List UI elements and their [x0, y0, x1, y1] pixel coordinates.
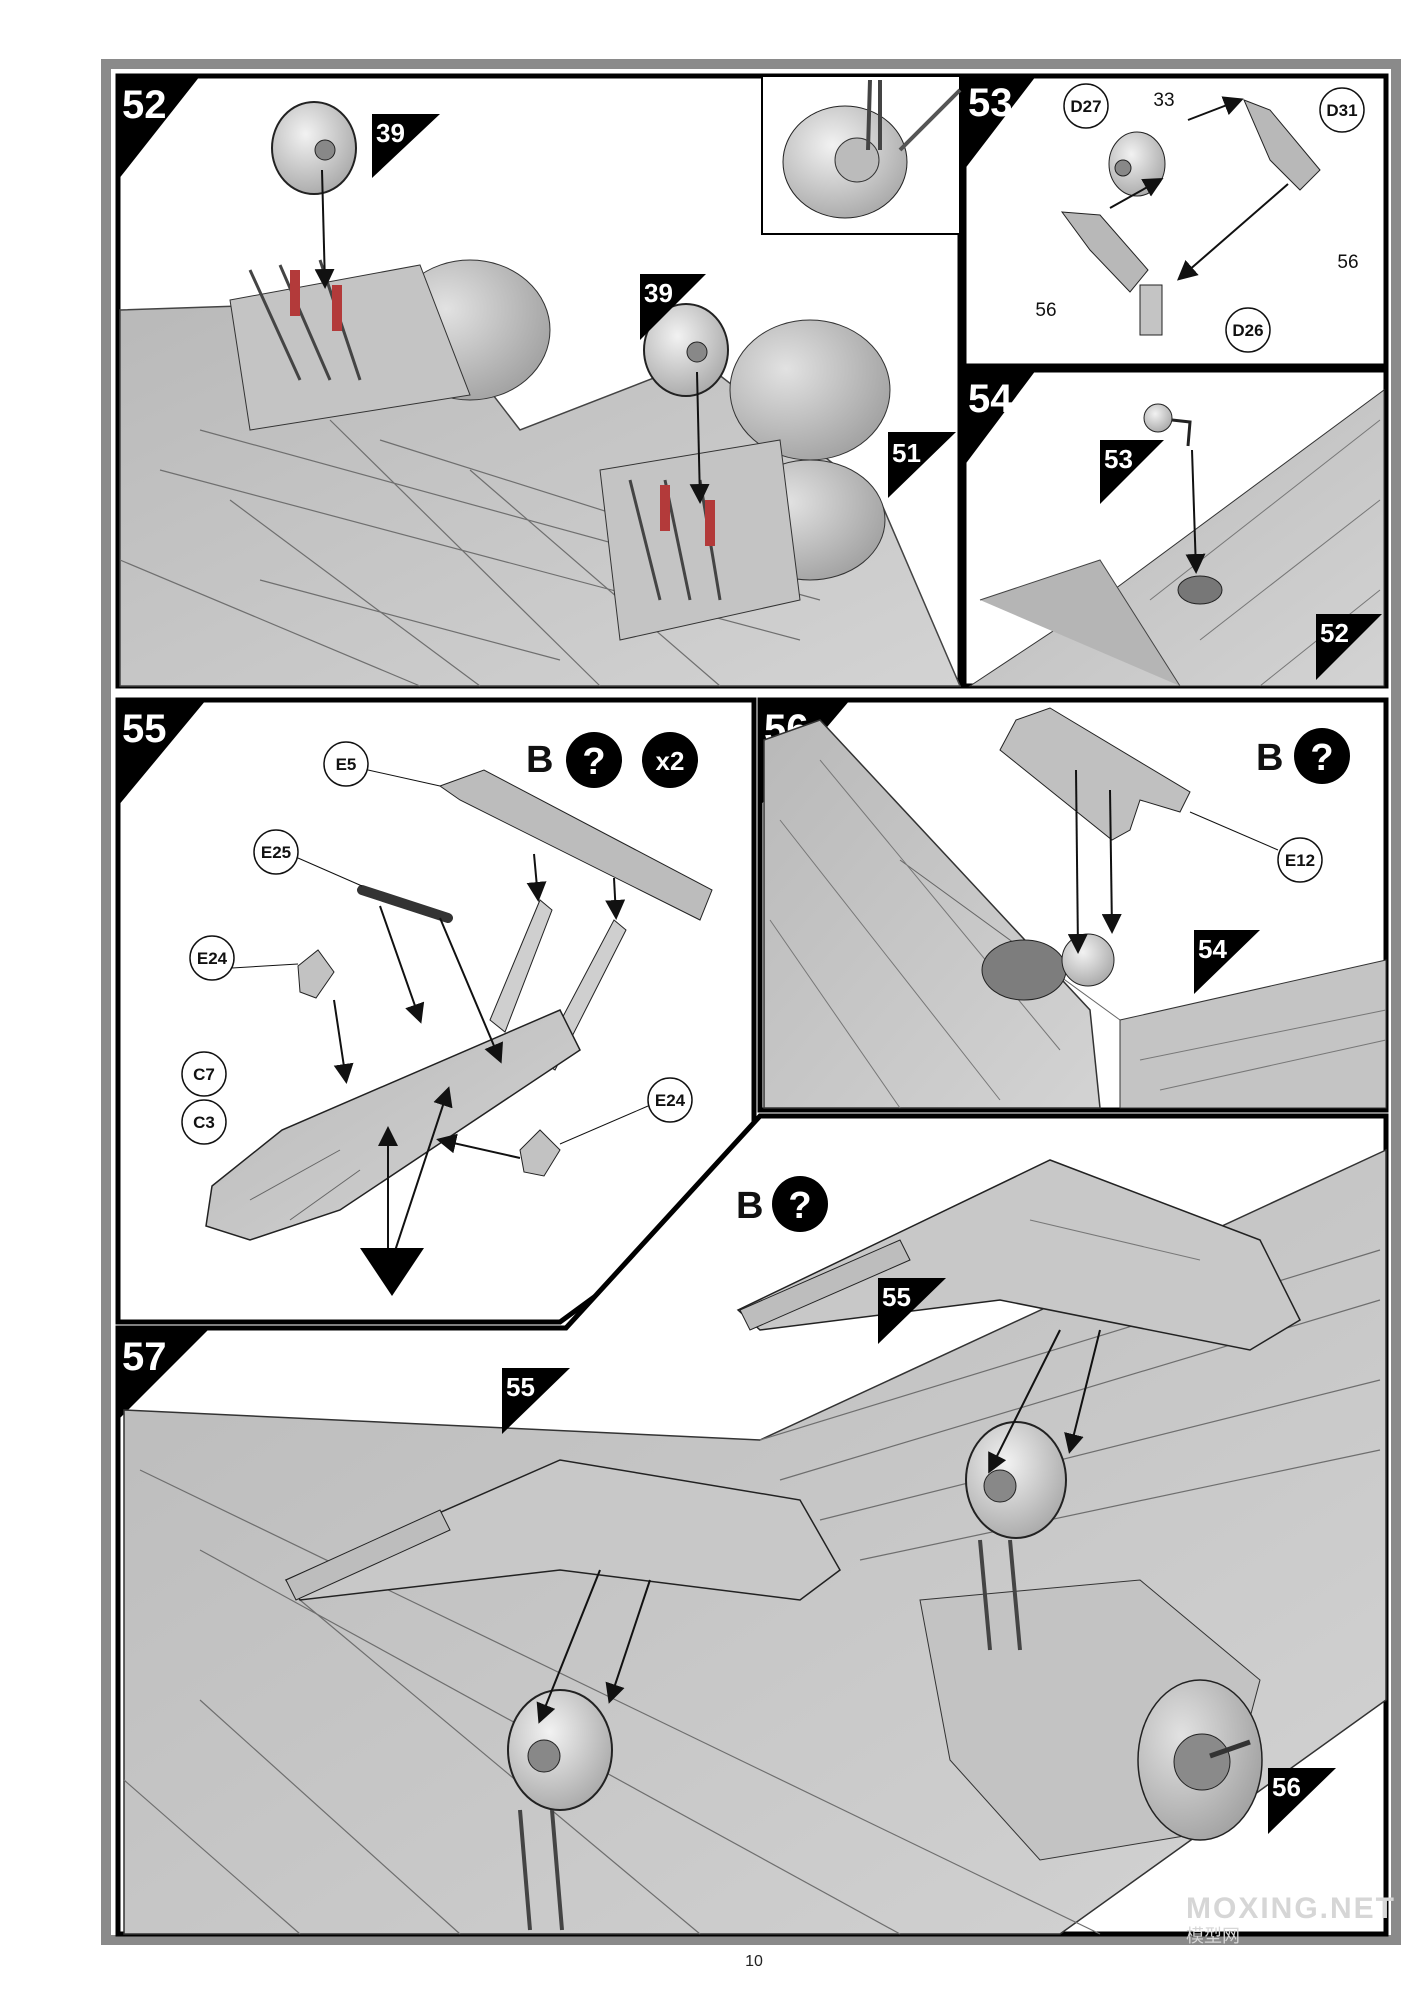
- wheel-part-39-b: [643, 303, 729, 397]
- step-56-panel: 56 B ? E12 54: [757, 697, 1389, 1113]
- ref-flag-39-b: [640, 274, 706, 340]
- step-52-tab: [118, 76, 200, 180]
- ref-flag-55-left: 55: [506, 1372, 535, 1402]
- part-label-e24-right: E24: [655, 1091, 686, 1110]
- wheel-part-39: [271, 101, 357, 195]
- step-54-panel: 54 53 52: [961, 367, 1389, 689]
- part-label-c7: C7: [193, 1065, 215, 1084]
- part-label-e25: E25: [261, 843, 291, 862]
- part-label-d27: D27: [1070, 97, 1101, 116]
- paint-unknown-icon-57: [772, 1176, 828, 1232]
- ref-flag-55-right: 55: [882, 1282, 911, 1312]
- paint-unknown-icon-56: [1294, 728, 1350, 784]
- watermark: MOXING.NET: [1186, 1892, 1396, 1925]
- ref-flag-51: [888, 432, 956, 498]
- step-54-number: 54: [968, 377, 1013, 421]
- paint-unknown-symbol-56: ?: [1310, 737, 1333, 779]
- paint-unknown-symbol-57: ?: [788, 1185, 811, 1227]
- ref-flag-51-label: 51: [892, 438, 921, 468]
- paint-code-b-57: B: [736, 1185, 763, 1227]
- step-52-number: 52: [122, 83, 167, 127]
- part-number-56-left: 56: [1035, 300, 1056, 321]
- ref-flag-39-label: 39: [376, 118, 405, 148]
- step-57-panel: 57 B ? 55: [115, 1113, 1389, 1937]
- step-55-panel: 55 B ? x2 E5 E25 E: [115, 697, 757, 1325]
- part-number-56-right: 56: [1337, 252, 1358, 273]
- ref-flag-54: 54: [1198, 934, 1227, 964]
- page-number: 10: [745, 1953, 763, 1970]
- part-label-e24-left: E24: [197, 949, 228, 968]
- ref-flag-39: [372, 114, 440, 178]
- part-label-d26: D26: [1232, 321, 1263, 340]
- part-label-e5: E5: [336, 755, 357, 774]
- step-55-number: 55: [122, 707, 167, 751]
- quantity-label: x2: [656, 746, 685, 776]
- part-label-e12: E12: [1285, 851, 1315, 870]
- assembly-arrow-head: [360, 1248, 424, 1296]
- paint-unknown-icon: [566, 732, 622, 788]
- ref-flag-52: 52: [1320, 618, 1349, 648]
- step-52-panel: 52 39 39 51: [115, 73, 963, 689]
- paint-code-b: B: [526, 739, 553, 781]
- part-label-c3: C3: [193, 1113, 215, 1132]
- ref-flag-56: 56: [1272, 1772, 1301, 1802]
- part-number-33: 33: [1153, 90, 1174, 111]
- step-57-number: 57: [122, 1335, 167, 1379]
- ref-flag-53: 53: [1104, 444, 1133, 474]
- paint-unknown-symbol: ?: [582, 741, 605, 783]
- part-label-d31: D31: [1326, 101, 1357, 120]
- quantity-badge: [642, 732, 698, 788]
- step-53-panel: 53 D27 33 D31 56 56 D26: [961, 73, 1389, 369]
- watermark-sub: 模型网: [1186, 1926, 1240, 1947]
- ref-flag-39-b-label: 39: [644, 278, 673, 308]
- paint-code-b-56: B: [1256, 737, 1283, 779]
- step-53-number: 53: [968, 81, 1013, 125]
